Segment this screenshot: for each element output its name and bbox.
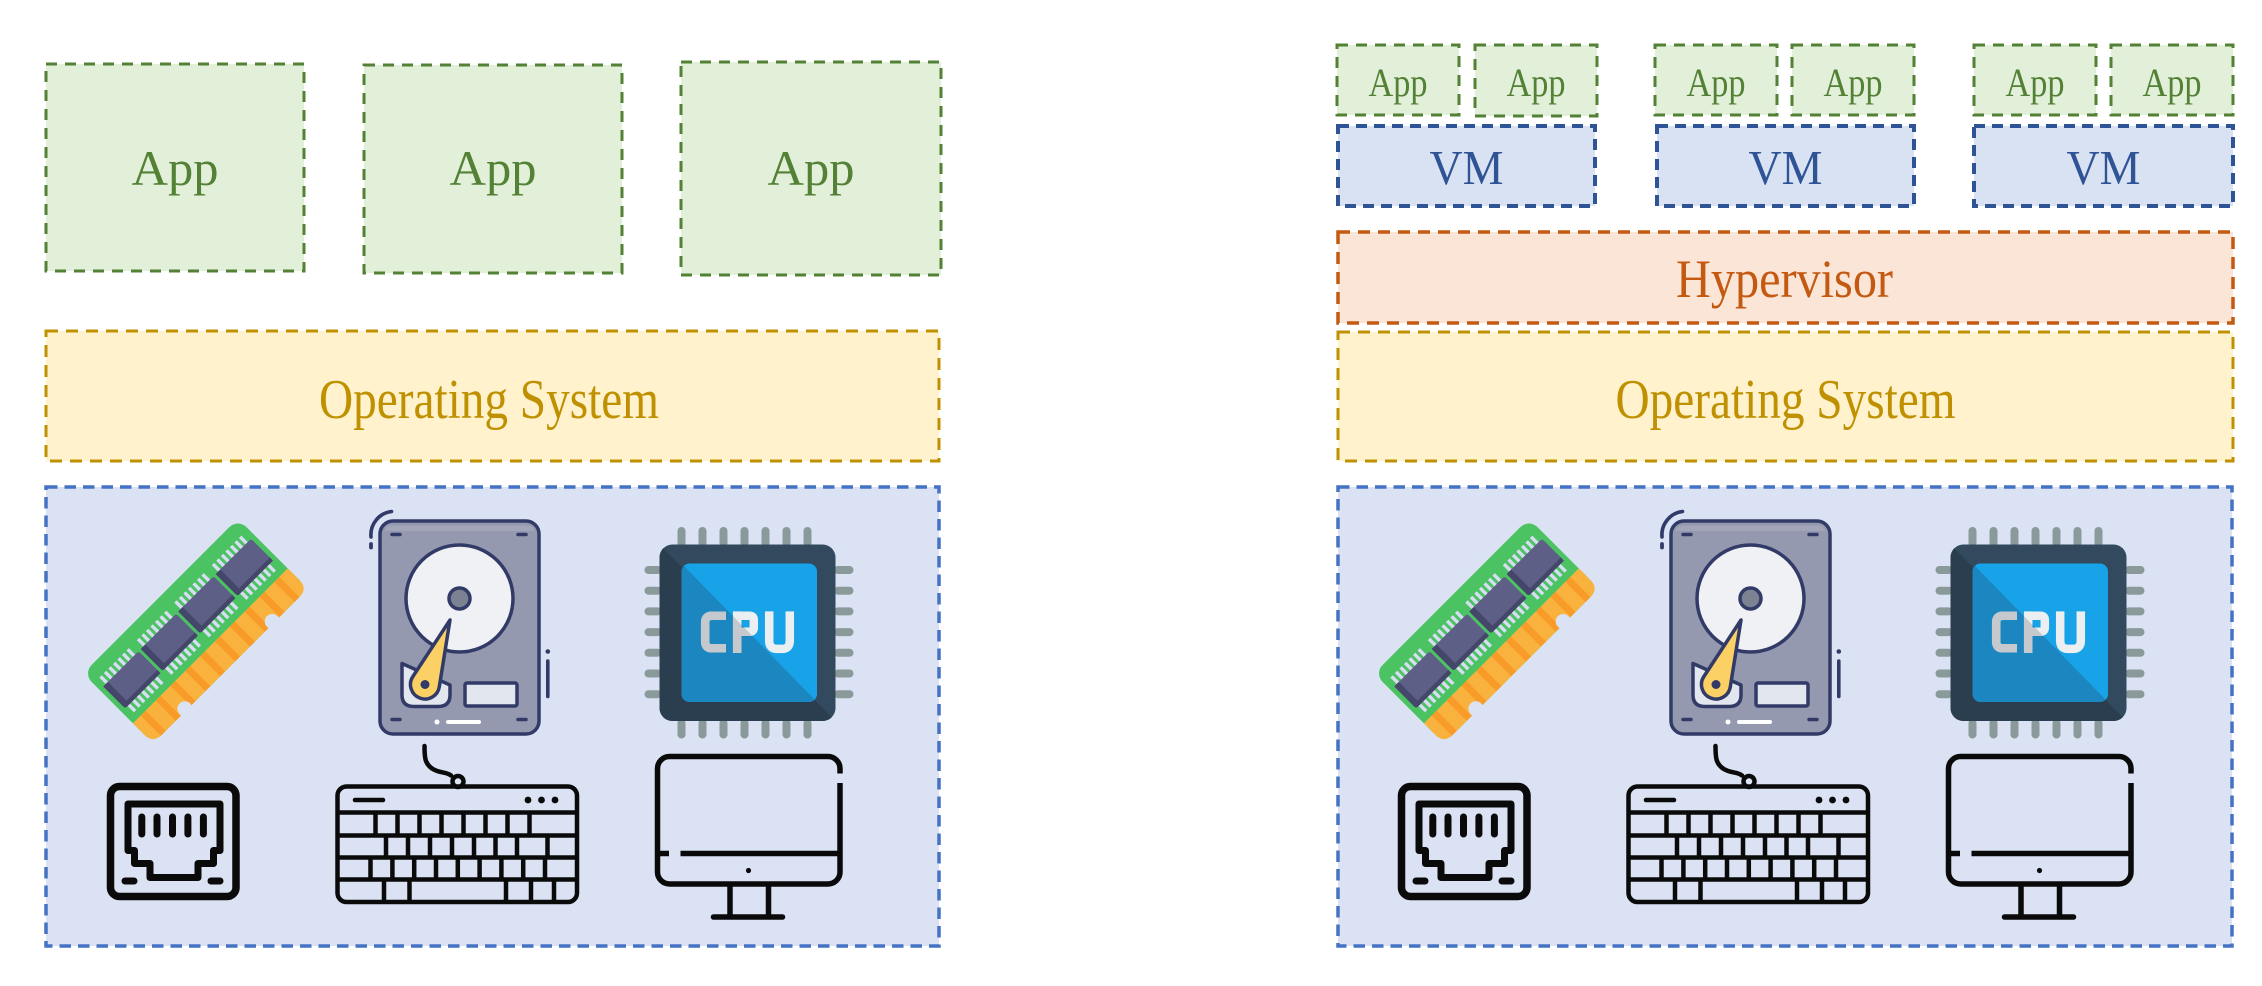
svg-text:App: App — [1687, 60, 1746, 105]
svg-text:VM: VM — [1430, 140, 1504, 195]
svg-text:App: App — [1507, 60, 1566, 105]
svg-text:App: App — [768, 140, 855, 196]
svg-text:App: App — [1369, 60, 1428, 105]
svg-text:App: App — [132, 140, 219, 196]
svg-text:Hypervisor: Hypervisor — [1676, 249, 1893, 309]
svg-text:VM: VM — [1749, 140, 1823, 195]
svg-text:Operating System: Operating System — [319, 369, 659, 431]
svg-text:VM: VM — [2067, 140, 2141, 195]
svg-text:Operating System: Operating System — [1616, 369, 1956, 431]
svg-text:App: App — [1824, 60, 1883, 105]
svg-text:App: App — [450, 140, 537, 196]
svg-text:App: App — [2143, 60, 2202, 105]
svg-text:App: App — [2006, 60, 2065, 105]
